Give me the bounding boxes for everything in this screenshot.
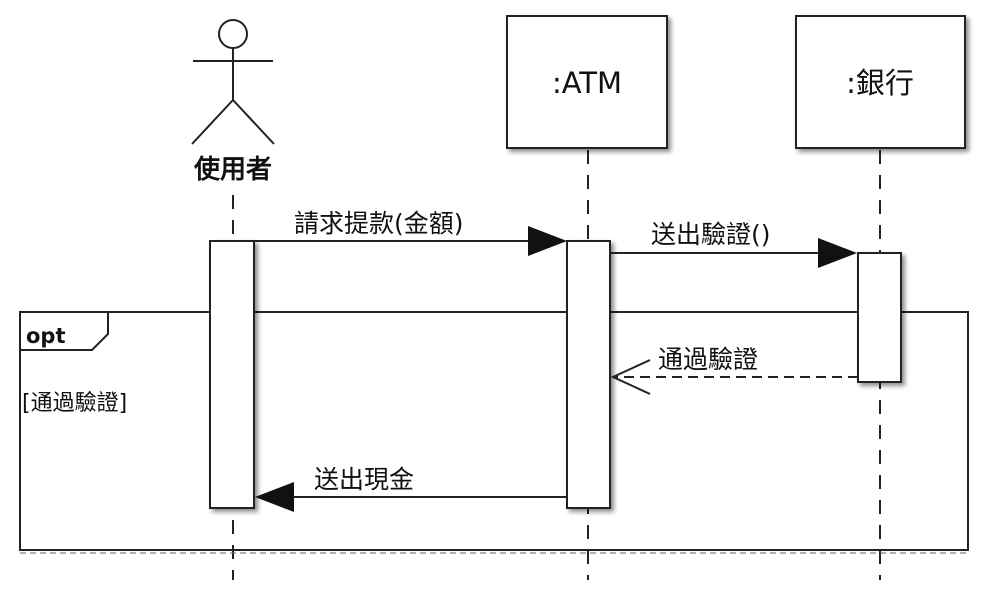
participant-atm: :ATM: [506, 15, 668, 149]
message-label: 通過驗證: [658, 345, 758, 374]
message-dispense-cash: 送出現金: [255, 465, 567, 512]
arrowhead-filled: [255, 482, 294, 512]
activation-bank: [857, 252, 902, 383]
participant-bank-label: :銀行: [846, 66, 914, 100]
actor-user: [191, 19, 275, 145]
arrowhead-filled: [818, 238, 857, 268]
message-label: 送出驗證(): [651, 220, 771, 249]
participant-bank: :銀行: [795, 15, 966, 149]
arrowhead-open: [610, 359, 651, 395]
participant-atm-label: :ATM: [552, 66, 622, 100]
activation-user: [209, 240, 255, 509]
message-label: 請求提款(金額): [294, 209, 464, 238]
fragment-guard: [通過驗證]: [22, 391, 127, 416]
message-label: 送出現金: [314, 465, 414, 494]
actor-head: [218, 19, 248, 49]
message-verification-passed: 通過驗證: [610, 345, 858, 395]
arrowhead-filled: [528, 226, 567, 256]
fragment-operator: opt: [26, 324, 66, 348]
actor-name: 使用者: [193, 155, 272, 185]
fragment-operator-tab: [20, 311, 109, 351]
message-request-withdrawal: 請求提款(金額): [254, 209, 567, 256]
opt-fragment: opt [通過驗證]: [19, 311, 969, 554]
activation-atm: [566, 240, 611, 509]
message-send-verification: 送出驗證(): [610, 220, 857, 268]
